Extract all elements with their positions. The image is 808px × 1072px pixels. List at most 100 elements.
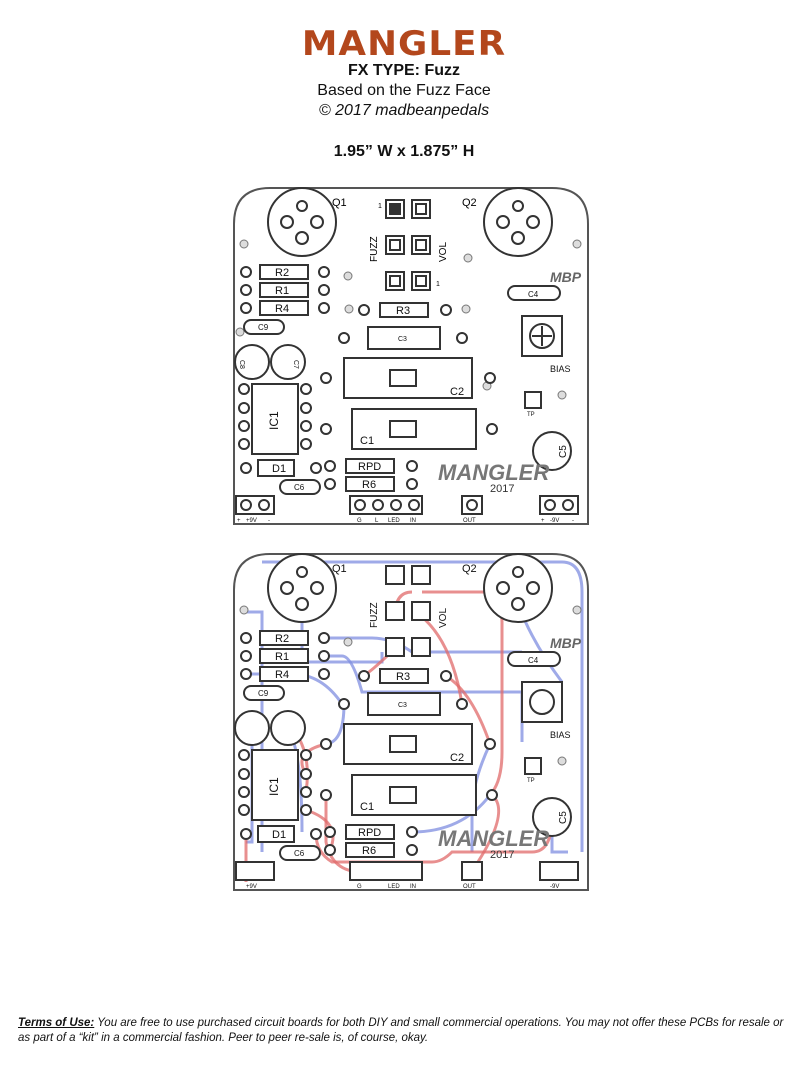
c4-capacitor: C4 [507, 285, 561, 301]
c5-capacitor: C5 [532, 431, 572, 471]
svg-text:TP: TP [527, 412, 535, 418]
svg-text:+9V: +9V [246, 884, 257, 890]
brand-title: MANGLER [301, 24, 507, 64]
svg-text:C4: C4 [528, 656, 539, 665]
svg-text:C2: C2 [450, 386, 464, 398]
svg-text:LED: LED [388, 518, 400, 524]
svg-text:C7: C7 [292, 360, 299, 369]
pot-pads [385, 199, 431, 291]
mbp-logo: MBP [550, 269, 582, 285]
svg-text:2017: 2017 [490, 849, 514, 861]
q1-transistor: Q1 [267, 187, 347, 257]
svg-text:-9V: -9V [550, 518, 559, 524]
terms-label: Terms of Use: [18, 1017, 95, 1029]
c7-capacitor: C7 [270, 344, 306, 380]
q1-label: Q1 [332, 197, 347, 209]
d1-diode: D1 [240, 459, 322, 477]
power-pads: + +9V - [235, 495, 275, 524]
svg-text:C8: C8 [238, 360, 245, 369]
svg-text:OUT: OUT [463, 518, 476, 524]
svg-text:C3: C3 [398, 336, 407, 343]
svg-text:C3: C3 [398, 702, 407, 709]
svg-text:C2: C2 [450, 752, 464, 764]
svg-text:Q1: Q1 [332, 563, 347, 575]
svg-text:R3: R3 [396, 671, 410, 683]
svg-text:MANGLER: MANGLER [438, 826, 549, 851]
out-pad: OUT [461, 495, 483, 524]
svg-text:IN: IN [410, 518, 416, 524]
svg-text:+9V: +9V [246, 518, 257, 524]
svg-text:OUT: OUT [463, 884, 476, 890]
svg-text:C1: C1 [360, 435, 374, 447]
svg-text:1: 1 [436, 281, 440, 288]
svg-text:VOL: VOL [438, 608, 449, 628]
fuzz-label: FUZZ [369, 236, 380, 262]
neg-power-pads: + -9V - [539, 495, 579, 524]
svg-text:G: G [357, 884, 362, 890]
svg-text:FUZZ: FUZZ [369, 602, 380, 628]
svg-text:R2: R2 [275, 267, 289, 279]
svg-text:C5: C5 [558, 811, 569, 824]
pcb-logo: MANGLER [438, 460, 549, 485]
svg-text:+: + [541, 518, 545, 524]
svg-text:RPD: RPD [358, 461, 381, 473]
c9-capacitor: C9 [243, 319, 285, 335]
bias-trimmer: BIAS [521, 315, 571, 374]
svg-text:Q2: Q2 [462, 563, 477, 575]
svg-text:D1: D1 [272, 463, 286, 475]
svg-text:R4: R4 [275, 669, 289, 681]
copyright: © 2017 madbeanpedals [318, 102, 490, 119]
svg-text:G: G [357, 518, 362, 524]
svg-text:C5: C5 [558, 445, 569, 458]
svg-text:+: + [237, 518, 241, 524]
terms-text: You are free to use purchased circuit bo… [18, 1017, 784, 1044]
q2-transistor: Q2 [462, 187, 553, 257]
svg-text:MBP: MBP [550, 635, 582, 651]
svg-text:LED: LED [388, 884, 400, 890]
r3-resistor: R3 [358, 302, 452, 318]
rpd-resistor: RPD [324, 458, 418, 474]
board-dimensions: 1.95” W x 1.875” H [333, 143, 475, 160]
svg-text:L: L [375, 518, 379, 524]
c2-capacitor: C2 [320, 357, 496, 399]
tp-pad: TP [524, 391, 542, 418]
svg-text:R6: R6 [362, 845, 376, 857]
svg-text:C9: C9 [258, 323, 269, 332]
c8-capacitor: C8 [234, 344, 270, 380]
based-on: Based on the Fuzz Face [317, 82, 491, 99]
svg-text:R3: R3 [396, 305, 410, 317]
pcb-year: 2017 [490, 483, 514, 495]
svg-text:C4: C4 [528, 290, 539, 299]
svg-text:IC1: IC1 [267, 411, 281, 430]
svg-text:IC1: IC1 [267, 777, 281, 796]
q2-label: Q2 [462, 197, 477, 209]
c3-capacitor: C3 [338, 326, 468, 350]
svg-text:R1: R1 [275, 651, 289, 663]
c6-capacitor: C6 [279, 479, 321, 495]
r4-resistor: R4 [240, 300, 330, 316]
pcb-trace-layout: Q1 Q2 FUZZ VOL R2 R1 R4 C9 R3 C3 C4 C2 C… [232, 552, 590, 892]
io-pads: G L LED IN [349, 495, 423, 524]
svg-text:TP: TP [527, 778, 535, 784]
svg-text:1: 1 [378, 203, 382, 210]
svg-text:-: - [268, 518, 270, 524]
r1-resistor: R1 [240, 282, 330, 298]
svg-text:R4: R4 [275, 303, 289, 315]
svg-text:C6: C6 [294, 849, 305, 858]
fx-type: FX TYPE: Fuzz [348, 62, 460, 79]
r6-resistor: R6 [324, 476, 418, 492]
svg-text:BIAS: BIAS [550, 364, 571, 374]
ic1-chip: IC1 [238, 383, 312, 455]
svg-text:IN: IN [410, 884, 416, 890]
svg-text:C9: C9 [258, 689, 269, 698]
svg-text:R2: R2 [275, 633, 289, 645]
c1-capacitor: C1 [320, 408, 498, 450]
vol-label: VOL [438, 242, 449, 262]
svg-text:R1: R1 [275, 285, 289, 297]
svg-text:RPD: RPD [358, 827, 381, 839]
svg-text:C6: C6 [294, 483, 305, 492]
svg-text:D1: D1 [272, 829, 286, 841]
svg-text:C1: C1 [360, 801, 374, 813]
svg-text:-: - [572, 518, 574, 524]
svg-text:R6: R6 [362, 479, 376, 491]
